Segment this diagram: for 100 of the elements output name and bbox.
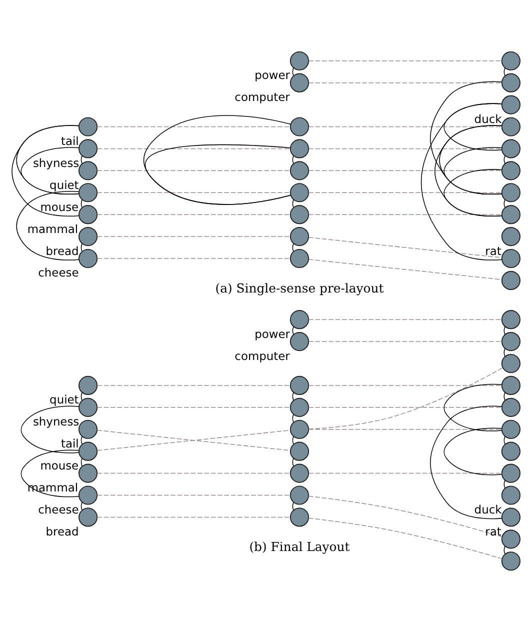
connector bbox=[96, 148, 291, 149]
node-label: quiet bbox=[50, 392, 79, 406]
connector bbox=[308, 406, 502, 408]
node-label: cheese bbox=[38, 502, 79, 516]
node-circle bbox=[501, 248, 520, 268]
node-circle bbox=[501, 441, 520, 460]
node-label: mouse bbox=[40, 458, 79, 472]
node-circle bbox=[290, 116, 310, 136]
connector bbox=[12, 124, 80, 216]
node-circle bbox=[501, 507, 520, 526]
node-circle bbox=[290, 310, 310, 329]
node-circle bbox=[501, 116, 520, 136]
node-circle bbox=[290, 332, 310, 351]
connector bbox=[20, 146, 80, 194]
connector bbox=[308, 318, 502, 320]
node-circle bbox=[290, 72, 310, 92]
connector bbox=[96, 516, 291, 518]
node-circle bbox=[501, 529, 520, 548]
node-label: shyness bbox=[32, 414, 80, 428]
connector bbox=[96, 472, 291, 474]
connector bbox=[96, 170, 291, 171]
node-circle bbox=[501, 270, 520, 290]
connector bbox=[444, 146, 502, 194]
node-circle bbox=[501, 160, 520, 180]
connector bbox=[308, 82, 502, 83]
connector bbox=[292, 66, 294, 76]
node-label: cheese bbox=[38, 265, 79, 280]
node-label: bread bbox=[46, 524, 79, 538]
connector bbox=[308, 236, 502, 258]
connector bbox=[145, 144, 291, 204]
connector bbox=[292, 435, 294, 444]
node-label: bread bbox=[46, 243, 79, 258]
node-label: tail bbox=[60, 436, 79, 450]
connector bbox=[308, 495, 502, 537]
node-circle bbox=[78, 397, 98, 416]
connector bbox=[16, 190, 80, 260]
connector bbox=[308, 340, 502, 342]
node-circle bbox=[290, 441, 310, 460]
node-circle bbox=[290, 485, 310, 504]
node-circle bbox=[290, 204, 310, 224]
connector bbox=[292, 154, 294, 164]
connector bbox=[420, 102, 502, 260]
connector bbox=[444, 168, 502, 216]
node-circle bbox=[290, 419, 310, 438]
node-circle bbox=[78, 507, 98, 526]
node-circle bbox=[290, 182, 310, 202]
connector bbox=[308, 126, 502, 127]
node-label: computer bbox=[234, 90, 290, 104]
connector bbox=[308, 384, 502, 386]
node-circle bbox=[290, 50, 310, 70]
connector bbox=[80, 198, 83, 208]
node-label: power bbox=[254, 326, 290, 340]
connector bbox=[308, 60, 502, 61]
node-circle bbox=[78, 463, 98, 482]
node-circle bbox=[290, 226, 310, 246]
connector bbox=[308, 366, 504, 429]
node-circle bbox=[501, 226, 520, 246]
node-circle bbox=[501, 463, 520, 482]
connector bbox=[292, 198, 294, 208]
node-circle bbox=[78, 248, 98, 268]
node-label: tail bbox=[60, 133, 79, 148]
node-circle bbox=[78, 116, 98, 136]
node-circle bbox=[501, 310, 520, 329]
label: (a) Single-sense pre-layout bbox=[215, 280, 384, 295]
connector bbox=[96, 429, 291, 450]
node-circle bbox=[501, 138, 520, 158]
node-circle bbox=[78, 375, 98, 394]
connector bbox=[80, 154, 83, 164]
connector bbox=[444, 427, 502, 475]
node-label: duck bbox=[474, 502, 502, 516]
node-circle bbox=[501, 397, 520, 416]
node-circle bbox=[290, 375, 310, 394]
connector bbox=[292, 413, 294, 422]
connector bbox=[430, 405, 502, 519]
connector bbox=[308, 170, 502, 171]
node-circle bbox=[290, 248, 310, 268]
node-circle bbox=[78, 160, 98, 180]
node-circle bbox=[501, 485, 520, 504]
node-circle bbox=[78, 485, 98, 504]
node-circle bbox=[78, 182, 98, 202]
node-circle bbox=[78, 204, 98, 224]
connector bbox=[292, 501, 294, 510]
connector bbox=[308, 258, 502, 280]
node-circle bbox=[501, 94, 520, 114]
node-label: power bbox=[254, 68, 290, 82]
node-circle bbox=[290, 463, 310, 482]
connector bbox=[80, 242, 83, 252]
connector bbox=[504, 391, 506, 400]
node-circle bbox=[78, 441, 98, 460]
node-label: rat bbox=[485, 524, 502, 538]
node-circle bbox=[501, 50, 520, 70]
connector bbox=[80, 457, 83, 466]
node-circle bbox=[290, 160, 310, 180]
node-label: duck bbox=[474, 112, 502, 126]
connector bbox=[308, 472, 502, 474]
node-circle bbox=[290, 138, 310, 158]
node-circle bbox=[501, 204, 520, 224]
node-circle bbox=[501, 332, 520, 351]
connector bbox=[96, 384, 291, 386]
connector bbox=[96, 406, 291, 408]
